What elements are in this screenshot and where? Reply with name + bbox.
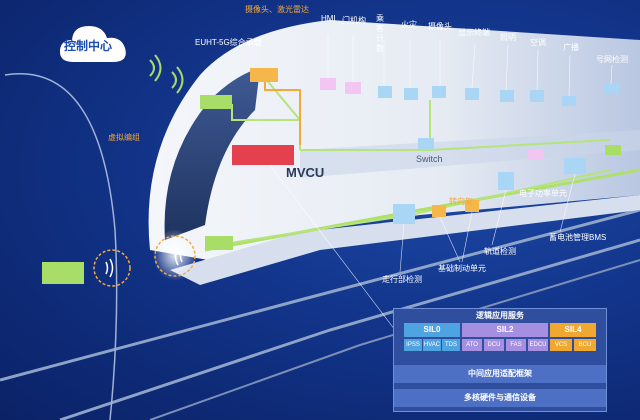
camera-lidar-box: [250, 68, 278, 82]
coupling-circle-right: [154, 235, 196, 277]
broadcast-label: 广播: [563, 43, 579, 52]
mvcu-label: MVCU: [286, 165, 325, 180]
track-detect-label: 轨道检测: [484, 247, 516, 256]
bogie-label: 转向架: [449, 197, 473, 206]
hmi-label: HMI: [321, 14, 336, 23]
display-box: [465, 88, 479, 100]
cell-tds: TDS: [442, 339, 460, 351]
bms-label: 蓄电池管理BMS: [549, 233, 607, 242]
broadcast-box: [562, 96, 576, 106]
coupling-circle-left: [93, 249, 131, 287]
sil4-header: SIL4: [550, 323, 596, 337]
e-power-label: 电子功率单元: [519, 189, 567, 198]
cell-bcu: BCU: [574, 339, 596, 351]
sensor-wire: [264, 78, 301, 145]
signal-check-label: 号网检测: [596, 55, 628, 64]
fan-box-3: [605, 145, 621, 155]
cell-vcs: VCS: [550, 339, 572, 351]
camera-label: 摄像头: [428, 22, 452, 31]
middleware-layer: 中间应用适配框架: [394, 365, 606, 383]
leader-lines: [269, 35, 613, 331]
signal-icon-left: [105, 258, 114, 278]
front-green-box: [205, 236, 233, 250]
camera-box: [432, 86, 446, 98]
fire-label: 火灾: [401, 20, 417, 29]
cell-dcu: DCU: [484, 339, 504, 351]
signal-icon-right: [174, 246, 183, 266]
cell-hvac: HVAC: [423, 339, 441, 351]
cell-fas: FAS: [506, 339, 526, 351]
brake-box-2: [465, 200, 479, 212]
display-label: 显示终端: [458, 28, 490, 37]
virtual-coupling-arc: [4, 73, 118, 420]
virtual-coupling-label: 虚拟编组: [108, 133, 140, 142]
mvcu-box: [232, 145, 294, 165]
hardware-layer: 多核硬件与通信设备: [394, 389, 606, 407]
sil2-header: SIL2: [462, 323, 548, 337]
switch-label: Switch: [416, 154, 443, 164]
cell-ipss: IPSS: [404, 339, 422, 351]
passenger-count-box: [378, 86, 392, 98]
passenger-count-label: 乘客 计数: [376, 14, 384, 53]
ac-label: 空调: [530, 38, 546, 47]
euht-box: [200, 95, 232, 109]
door-box: [345, 82, 361, 94]
switch-box: [418, 138, 434, 150]
euht-label: EUHT-5G综合承载: [195, 38, 262, 47]
rails: [0, 208, 640, 420]
ac-box: [530, 90, 544, 102]
sil0-header: SIL0: [404, 323, 460, 337]
device-boxes: [42, 68, 621, 284]
camera-lidar-label: 摄像头、激光雷达: [245, 5, 309, 14]
bms-box: [564, 158, 586, 174]
brake-box-1: [432, 205, 446, 217]
fire-box: [404, 88, 418, 100]
lighting-label: 照明: [500, 33, 516, 42]
ground-box: [42, 262, 84, 284]
e-power-box: [498, 172, 514, 190]
cloud-icon: [59, 26, 126, 62]
fan-box-1: [528, 150, 544, 160]
architecture-panel: 逻辑应用服务 SIL0 SIL2 SIL4 IPSS HVAC TDS ATO …: [393, 308, 607, 412]
control-center-label: 控制中心: [64, 39, 113, 53]
cell-ato: ATO: [462, 339, 482, 351]
wifi-icons: [149, 54, 184, 94]
signal-check-box: [603, 84, 619, 94]
logic-app-service-title: 逻辑应用服务: [476, 311, 524, 320]
running-detect-label: 走行部检测: [382, 275, 422, 284]
cell-edcu: EDCU: [528, 339, 548, 351]
door-label: 门机构: [342, 16, 366, 25]
brake-label: 基础制动单元: [438, 264, 486, 273]
lighting-box: [500, 90, 514, 102]
running-box: [393, 204, 415, 224]
hmi-box: [320, 78, 336, 90]
